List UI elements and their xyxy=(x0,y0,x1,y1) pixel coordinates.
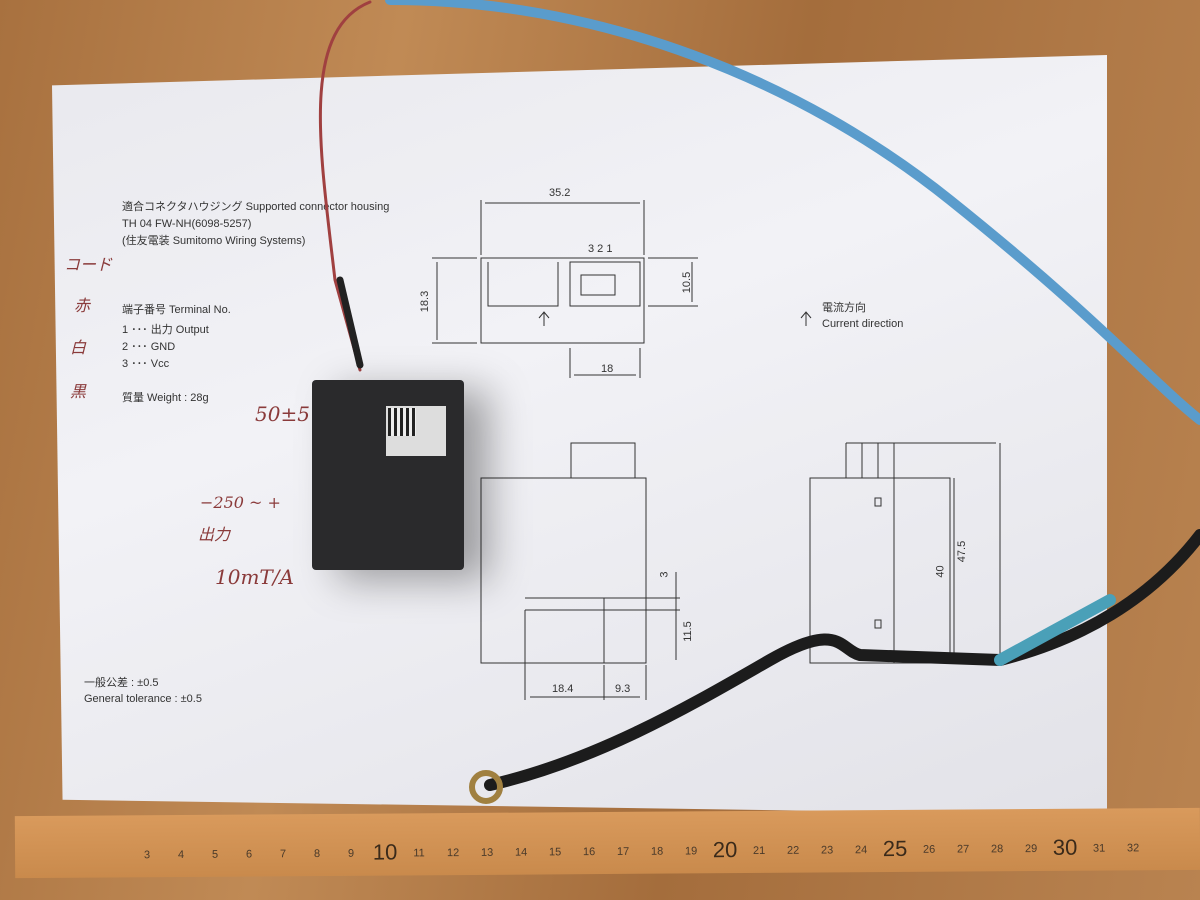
ruler-small-number: 16 xyxy=(582,846,596,859)
ruler-small-number: 15 xyxy=(548,846,562,859)
note-output: 出力 xyxy=(198,525,231,544)
header-line-2: TH 04 FW-NH(6098-5257) xyxy=(122,218,252,230)
ruler-small-number: 31 xyxy=(1092,842,1106,855)
pin-numbers: 3 2 1 xyxy=(588,243,613,255)
ruler-small-number: 32 xyxy=(1126,842,1140,855)
note-black: 黒 xyxy=(70,382,87,401)
terminal-3: 3 ･･･ Vcc xyxy=(122,358,170,370)
ruler-small-number: 8 xyxy=(313,848,321,861)
ruler-small-number: 7 xyxy=(279,848,287,861)
ruler-small-number: 24 xyxy=(854,844,868,857)
folding-ruler: 10 20 25 30 3 4 5 6 7 8 9 11 12 13 14 15 16 17 18 19 21 2… xyxy=(14,807,1200,879)
ruler-small-number: 21 xyxy=(752,844,766,857)
ruler-small-number: 22 xyxy=(786,844,800,857)
ruler-small-number: 28 xyxy=(990,843,1004,856)
note-white: 白 xyxy=(70,338,87,357)
ruler-small-number: 9 xyxy=(347,847,355,860)
note-code: コード xyxy=(64,255,113,274)
weight: 質量 Weight : 28g xyxy=(122,392,209,404)
ruler-number-30: 30 xyxy=(1052,834,1078,860)
ruler-small-number: 12 xyxy=(446,847,460,860)
note-sensitivity: 10mT/A xyxy=(215,565,294,589)
terminal-title: 端子番号 Terminal No. xyxy=(122,304,231,316)
header-line-1: 適合コネクタハウジング Supported connector housing xyxy=(122,201,390,213)
ruler-small-number: 26 xyxy=(922,843,936,856)
ruler-small-number: 19 xyxy=(684,845,698,858)
terminal-2: 2 ･･･ GND xyxy=(122,341,176,353)
note-red: 赤 xyxy=(74,296,91,315)
tolerance-en: General tolerance : ±0.5 xyxy=(84,693,202,705)
ruler-number-25: 25 xyxy=(882,835,908,862)
dim-conn-w: 18 xyxy=(601,363,614,375)
ruler-small-number: 29 xyxy=(1024,843,1038,856)
ruler-small-number: 11 xyxy=(413,847,425,860)
ruler-small-number: 14 xyxy=(514,846,528,859)
header-line-3: (住友電装 Sumitomo Wiring Systems) xyxy=(122,235,306,247)
ruler-small-number: 23 xyxy=(820,844,834,857)
note-length: 50±5 xyxy=(255,402,310,426)
tolerance-jp: 一般公差 : ±0.5 xyxy=(84,677,159,689)
dim-width: 35.2 xyxy=(549,187,571,199)
qr-code-icon xyxy=(388,408,416,436)
current-direction-en: Current direction xyxy=(822,318,904,330)
dim-18-4: 18.4 xyxy=(552,683,574,695)
terminal-1: 1 ･･･ 出力 Output xyxy=(122,324,209,336)
dim-9-3: 9.3 xyxy=(615,683,631,695)
ruler-small-number: 17 xyxy=(616,845,630,858)
ruler-small-number: 5 xyxy=(211,848,219,861)
ruler-small-number: 18 xyxy=(650,845,664,858)
ruler-number-10: 10 xyxy=(372,839,398,865)
note-range: −250 ~ + xyxy=(200,493,281,512)
ruler-small-number: 27 xyxy=(956,843,970,856)
ruler-number-20: 20 xyxy=(712,837,738,863)
ruler-small-number: 13 xyxy=(480,846,494,859)
ruler-small-number: 6 xyxy=(245,848,253,861)
current-direction-jp: 電流方向 xyxy=(822,302,866,314)
ruler-small-number: 4 xyxy=(177,848,185,861)
ruler-small-number: 3 xyxy=(143,849,151,862)
